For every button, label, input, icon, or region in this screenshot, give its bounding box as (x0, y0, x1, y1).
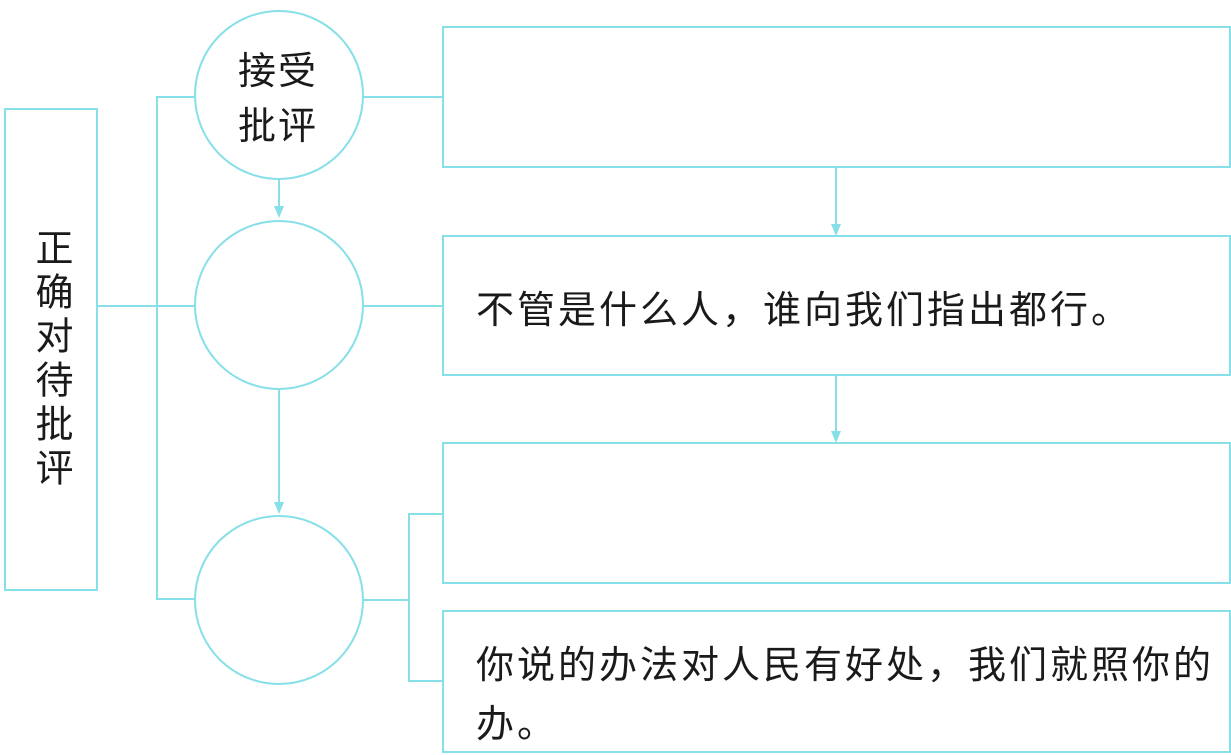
circle-3 (194, 515, 364, 685)
title-box (4, 108, 98, 591)
left-bracket (156, 96, 196, 600)
title-text: 正确对待批评 (29, 228, 73, 492)
circle-2 (194, 220, 364, 390)
box-4-text: 你说的办法对人民有好处，我们就照你的办。 (476, 643, 1215, 746)
box-arrowhead-1 (831, 224, 841, 236)
circle-arrowhead-1 (274, 206, 284, 218)
box-2-text: 不管是什么人，谁向我们指出都行。 (476, 288, 1133, 332)
box-arrowhead-2 (831, 431, 841, 443)
right-bracket-circle3 (408, 513, 443, 682)
box-1 (442, 26, 1231, 168)
circle-1-label: 接受 批评 (237, 49, 318, 149)
box-3 (442, 442, 1231, 584)
circle-arrowhead-2 (274, 502, 284, 514)
